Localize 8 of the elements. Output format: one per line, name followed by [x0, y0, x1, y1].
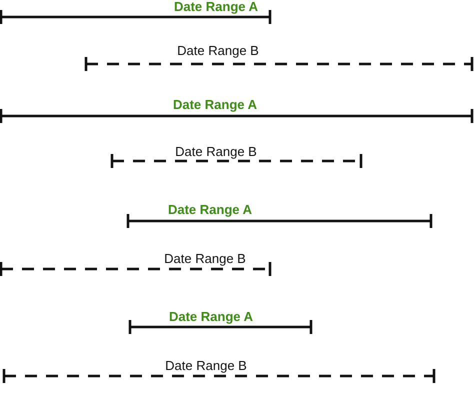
range-label: Date Range A [174, 0, 258, 14]
range-label: Date Range B [164, 252, 246, 266]
range-label: Date Range A [168, 310, 254, 324]
range-label: Date Range A [168, 203, 252, 217]
range-label: Date Range A [172, 98, 258, 112]
range-label: Date Range B [165, 359, 247, 373]
range-label: Date Range B [177, 44, 259, 58]
range-label: Date Range B [175, 145, 257, 159]
